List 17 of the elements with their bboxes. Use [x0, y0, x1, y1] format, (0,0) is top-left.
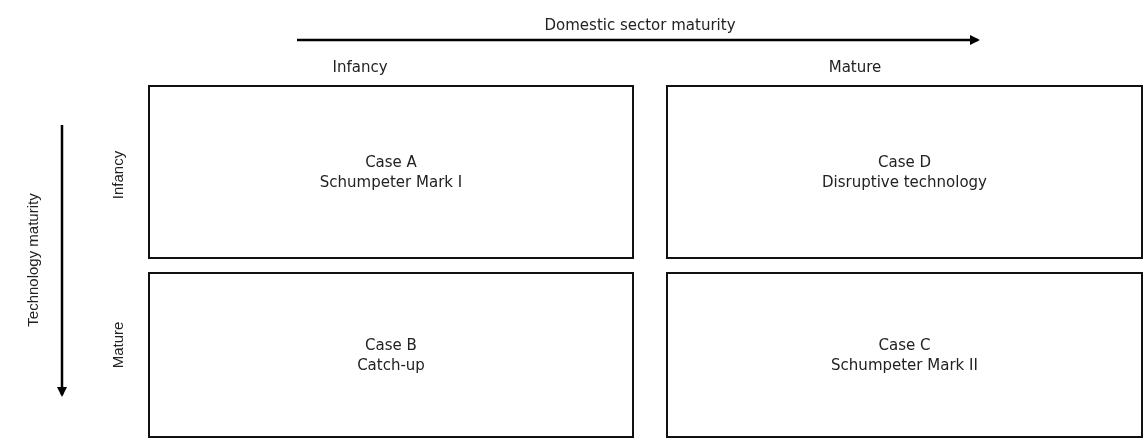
- case-text: Schumpeter Mark I: [319, 172, 463, 192]
- case-text: Case D: [878, 152, 931, 172]
- case-box: [148, 85, 634, 259]
- case-text: Schumpeter Mark II: [831, 355, 978, 375]
- axis-label: Mature: [828, 58, 882, 76]
- axis-label: Infancy: [108, 150, 126, 200]
- case-text: Case A: [365, 152, 417, 172]
- case-text: Case C: [878, 335, 931, 355]
- axis-title: Technology maturity: [23, 193, 41, 327]
- axis-title: Domestic sector maturity: [544, 16, 736, 34]
- case-box: [666, 85, 1143, 259]
- axis-label: Mature: [108, 321, 126, 369]
- case-box: [666, 272, 1143, 438]
- case-text: Catch-up: [357, 355, 425, 375]
- case-text: Disruptive technology: [822, 172, 987, 192]
- case-box: [148, 272, 634, 438]
- case-text: Case B: [365, 335, 417, 355]
